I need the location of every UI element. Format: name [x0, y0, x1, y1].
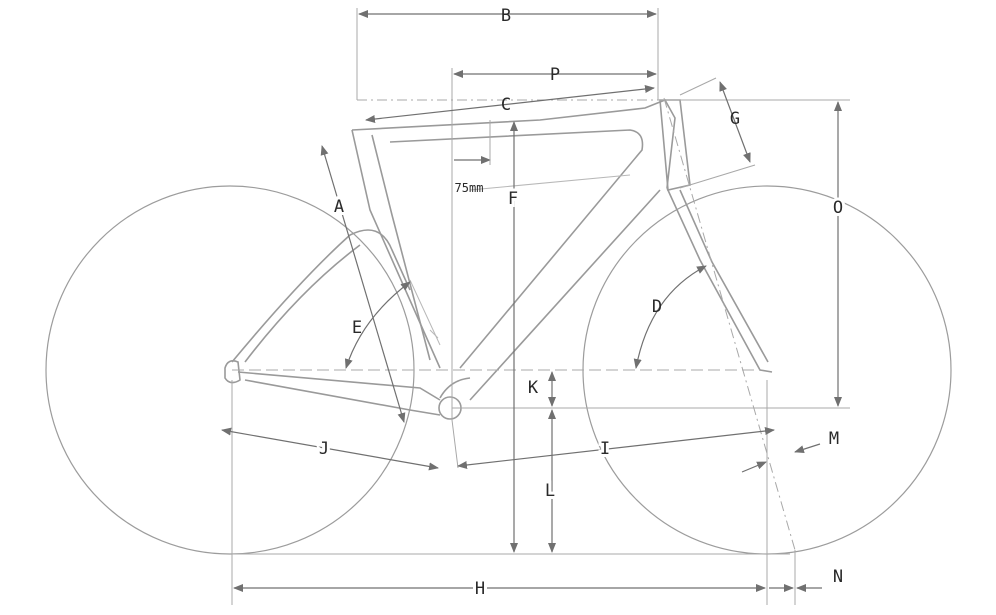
- dim-m-right: [794, 443, 821, 454]
- g-tick-bottom: [679, 164, 756, 189]
- label-m: M: [829, 429, 839, 449]
- dim-e: [344, 281, 411, 369]
- label-c: C: [501, 95, 511, 115]
- bb-drop-line: [451, 419, 459, 469]
- label-f: F: [508, 189, 518, 209]
- label-h: H: [475, 579, 485, 599]
- label-i: I: [600, 439, 610, 459]
- label-a: A: [334, 197, 344, 217]
- label-l: L: [545, 481, 555, 501]
- label-e: E: [352, 318, 362, 338]
- dim-m-left: [741, 461, 767, 473]
- dim-j: [221, 427, 439, 471]
- label-n: N: [833, 567, 843, 587]
- dim-i: [457, 427, 775, 469]
- label-p: P: [550, 65, 560, 85]
- label-j: J: [319, 439, 329, 459]
- steering-axis: [663, 97, 796, 551]
- label-o: O: [833, 198, 843, 218]
- label-k: K: [528, 378, 539, 398]
- dim-c: [365, 85, 655, 123]
- label-b: B: [501, 6, 511, 26]
- dim-g: [719, 81, 751, 163]
- label-75mm: 75mm: [455, 181, 484, 195]
- label-d: D: [652, 297, 662, 317]
- dim-d: [633, 265, 707, 369]
- g-tick-top: [679, 77, 717, 96]
- frame: [224, 98, 773, 420]
- label-g: G: [730, 109, 740, 129]
